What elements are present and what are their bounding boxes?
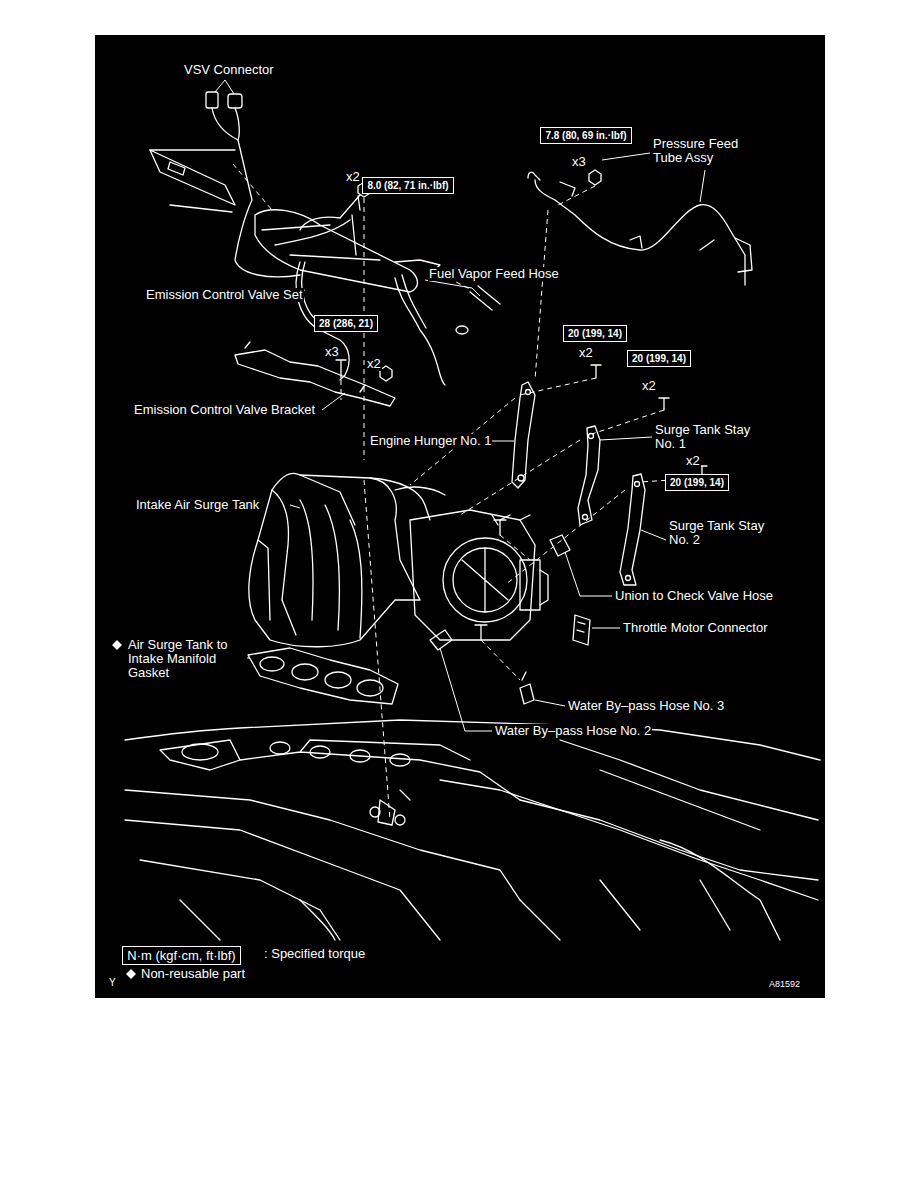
part-name: Union to Check Valve Hose [614, 589, 774, 603]
part-name: Intake Air Surge Tank [135, 498, 260, 512]
torque-value: 20 (199, 14) [666, 475, 728, 489]
bolt-count: x2 [641, 379, 657, 393]
part-name: Water By–pass Hose No. 2 [494, 724, 652, 738]
torque-value: 8.0 (82, 71 in.·lbf) [363, 178, 453, 192]
bolt-count: x2 [366, 357, 382, 371]
torque-box: 7.8 (80, 69 in.·lbf) [540, 127, 632, 144]
legend-note: : Specified torque [263, 947, 366, 961]
bolt-count: x3 [571, 155, 587, 169]
part-name: Engine Hunger No. 1 [369, 434, 492, 448]
part-name: Throttle Motor Connector [622, 621, 769, 635]
bolt-count: x2 [578, 346, 594, 360]
torque-unit-box: N·m (kgf·cm, ft·lbf) [122, 946, 241, 965]
torque-box: 20 (199, 14) [563, 325, 627, 342]
part-name: Water By–pass Hose No. 3 [567, 699, 725, 713]
bolt-count: x3 [324, 345, 340, 359]
part-name: Surge Tank Stay No. 2 [668, 519, 774, 547]
part-name: Pressure Feed Tube Assy [652, 137, 754, 165]
legend-note: Non-reusable part [140, 967, 246, 981]
torque-box: 20 (199, 14) [627, 350, 691, 367]
part-name: Surge Tank Stay No. 1 [654, 423, 760, 451]
torque-value: 28 (286, 21) [315, 316, 377, 330]
bolt-count: x2 [685, 454, 701, 468]
bolt-count: x2 [345, 170, 361, 184]
torque-box: 28 (286, 21) [314, 315, 378, 332]
torque-value: 20 (199, 14) [564, 326, 626, 340]
torque-value: 20 (199, 14) [628, 351, 690, 365]
torque-value: 7.8 (80, 69 in.·lbf) [541, 128, 631, 142]
figure-mark: Y [108, 977, 117, 988]
panel-ground [95, 35, 825, 998]
part-name: Air Surge Tank to Intake Manifold Gasket [127, 638, 247, 680]
part-name: Emission Control Valve Bracket [133, 403, 316, 417]
torque-box: 20 (199, 14) [665, 474, 729, 491]
part-name: Fuel Vapor Feed Hose [428, 267, 560, 281]
torque-value: N·m (kgf·cm, ft·lbf) [123, 947, 240, 963]
figure-number: A81592 [768, 979, 801, 989]
part-name: Emission Control Valve Set [145, 288, 304, 302]
part-name: VSV Connector [183, 63, 275, 77]
torque-box: 8.0 (82, 71 in.·lbf) [362, 177, 454, 194]
